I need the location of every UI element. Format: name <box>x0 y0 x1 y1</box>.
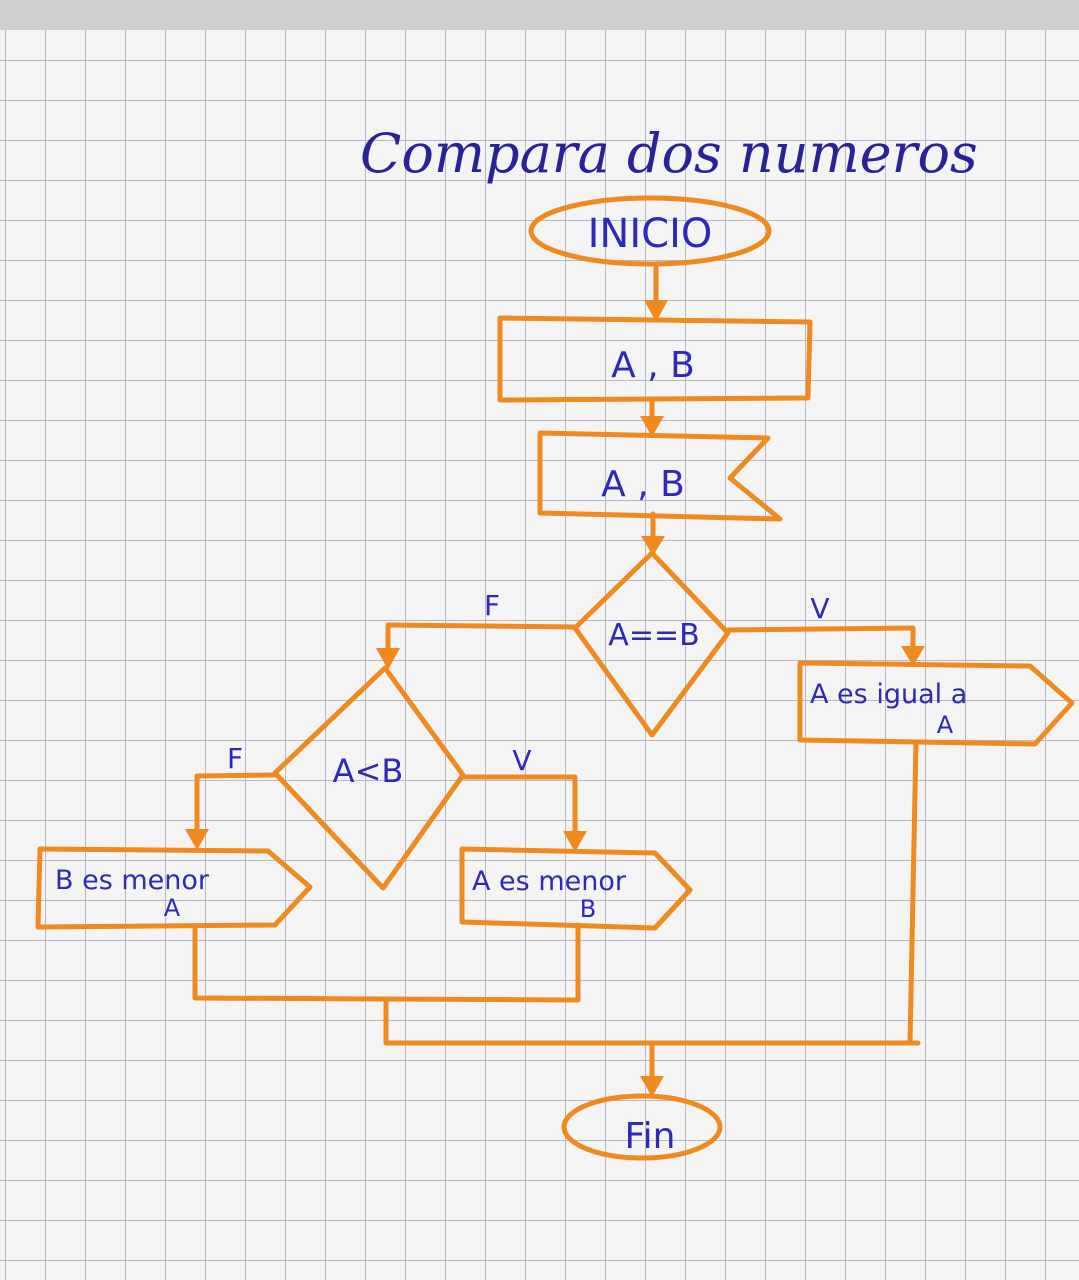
arrow-start-input <box>644 300 668 322</box>
output-b-less: B es menor A <box>35 846 313 930</box>
output-equal-line1: A es igual a <box>810 679 967 710</box>
decision-equal: A==B <box>572 550 731 738</box>
edge-equal-down <box>907 739 919 1046</box>
output-equal: A es igual a A <box>797 660 1075 747</box>
arrow-read-decision <box>641 536 665 556</box>
diagram-title: Compara dos numeros <box>360 122 978 185</box>
edge-less-false <box>194 772 278 836</box>
output-a-less-line2: B <box>580 895 596 923</box>
arrow-merge-end <box>640 1076 664 1097</box>
edge-inner-merge-down <box>383 997 921 1046</box>
input-label: A , B <box>611 345 695 386</box>
label-less-false: F <box>227 742 243 775</box>
arrow-equal-true <box>901 646 925 666</box>
connectors <box>185 263 925 1097</box>
decision-equal-label: A==B <box>608 618 699 653</box>
start-terminal: INICIO <box>528 195 772 267</box>
edge-equal-true <box>725 625 916 653</box>
arrow-equal-false <box>376 648 400 670</box>
start-label: INICIO <box>588 211 713 257</box>
output-b-less-line1: B es menor <box>55 865 210 896</box>
read-label: A , B <box>601 464 685 505</box>
end-label: Fin <box>625 1116 676 1157</box>
grid-pattern <box>0 30 1079 1280</box>
decision-less: A<B <box>272 665 466 891</box>
output-b-less-line2: A <box>164 894 181 922</box>
output-a-less: A es menor B <box>459 846 693 931</box>
arrow-input-read <box>640 416 664 437</box>
decision-less-label: A<B <box>333 752 404 790</box>
end-terminal: Fin <box>561 1093 723 1161</box>
output-equal-line2: A <box>937 711 954 739</box>
edge-equal-false <box>385 622 578 655</box>
label-less-true: V <box>512 744 531 777</box>
arrow-less-true <box>563 831 587 852</box>
edge-less-true <box>460 774 578 838</box>
arrow-less-false <box>185 829 209 850</box>
read-shape: A , B <box>537 430 783 522</box>
input-process-box: A , B <box>497 315 813 403</box>
output-a-less-line1: A es menor <box>472 866 627 897</box>
label-equal-false: F <box>484 589 500 622</box>
label-equal-true: V <box>810 592 829 625</box>
